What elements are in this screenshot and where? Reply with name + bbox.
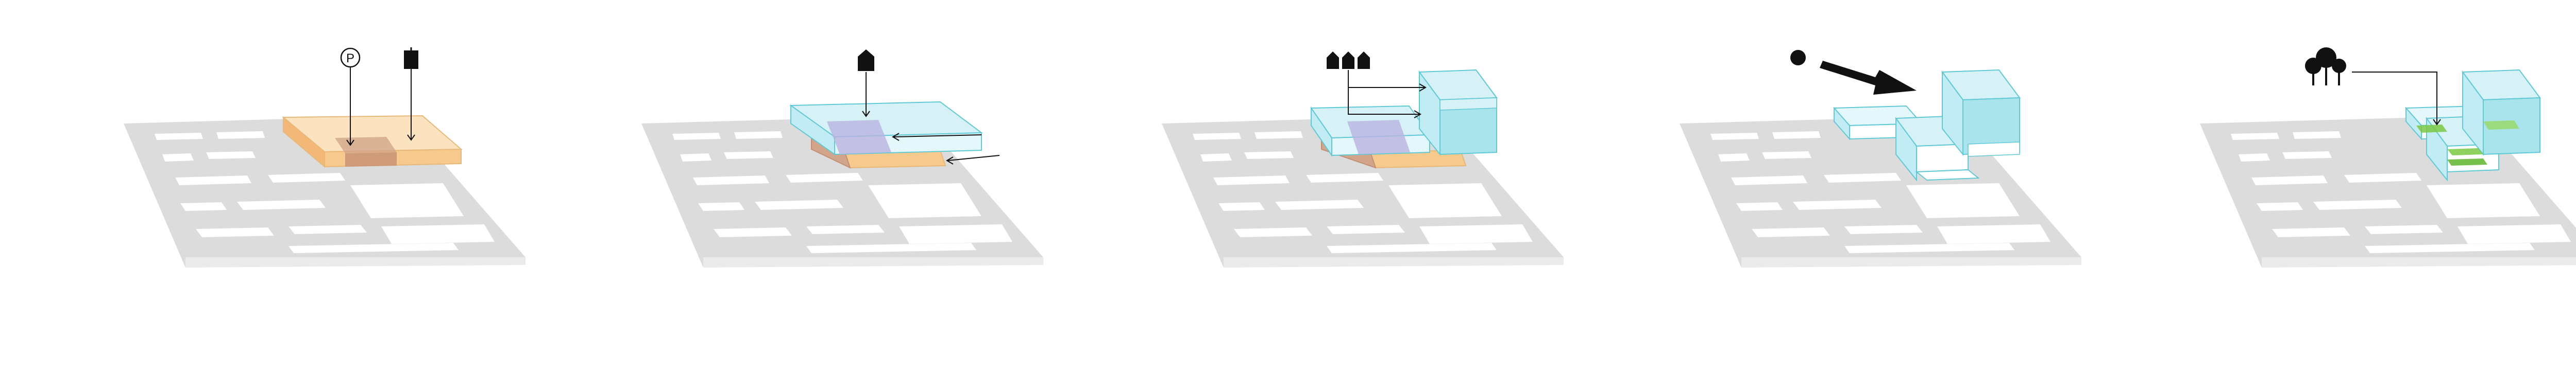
glass-massing	[1833, 69, 2021, 182]
podium-block	[282, 115, 463, 168]
panel-5	[2107, 0, 2576, 371]
glass-volume-low	[1310, 105, 1431, 157]
panel-1: P	[31, 0, 551, 371]
panel-1-drawing: P	[124, 47, 526, 268]
panel-4-drawing	[1680, 50, 2081, 268]
house-icon	[858, 49, 874, 117]
trees-icon	[2305, 47, 2441, 126]
panel-2-drawing	[641, 49, 1043, 268]
panel-2	[549, 0, 1069, 371]
parking-icon: P	[340, 47, 361, 146]
glass-volume	[789, 101, 983, 155]
flow-arrows	[892, 133, 1000, 165]
door-icon	[404, 47, 418, 141]
panel-4	[1587, 0, 2107, 371]
site-plan	[641, 116, 1043, 268]
sun-icon	[1790, 50, 1806, 65]
light-arrow-icon	[1820, 61, 1917, 95]
houses-icon	[1327, 51, 1427, 118]
panel-3-drawing	[1162, 51, 1564, 268]
parking-letter: P	[346, 51, 354, 65]
panel-3	[1069, 0, 1589, 371]
panel-5-drawing	[2200, 47, 2576, 268]
green-terraces	[2416, 120, 2519, 166]
glass-tower	[1418, 69, 1498, 156]
